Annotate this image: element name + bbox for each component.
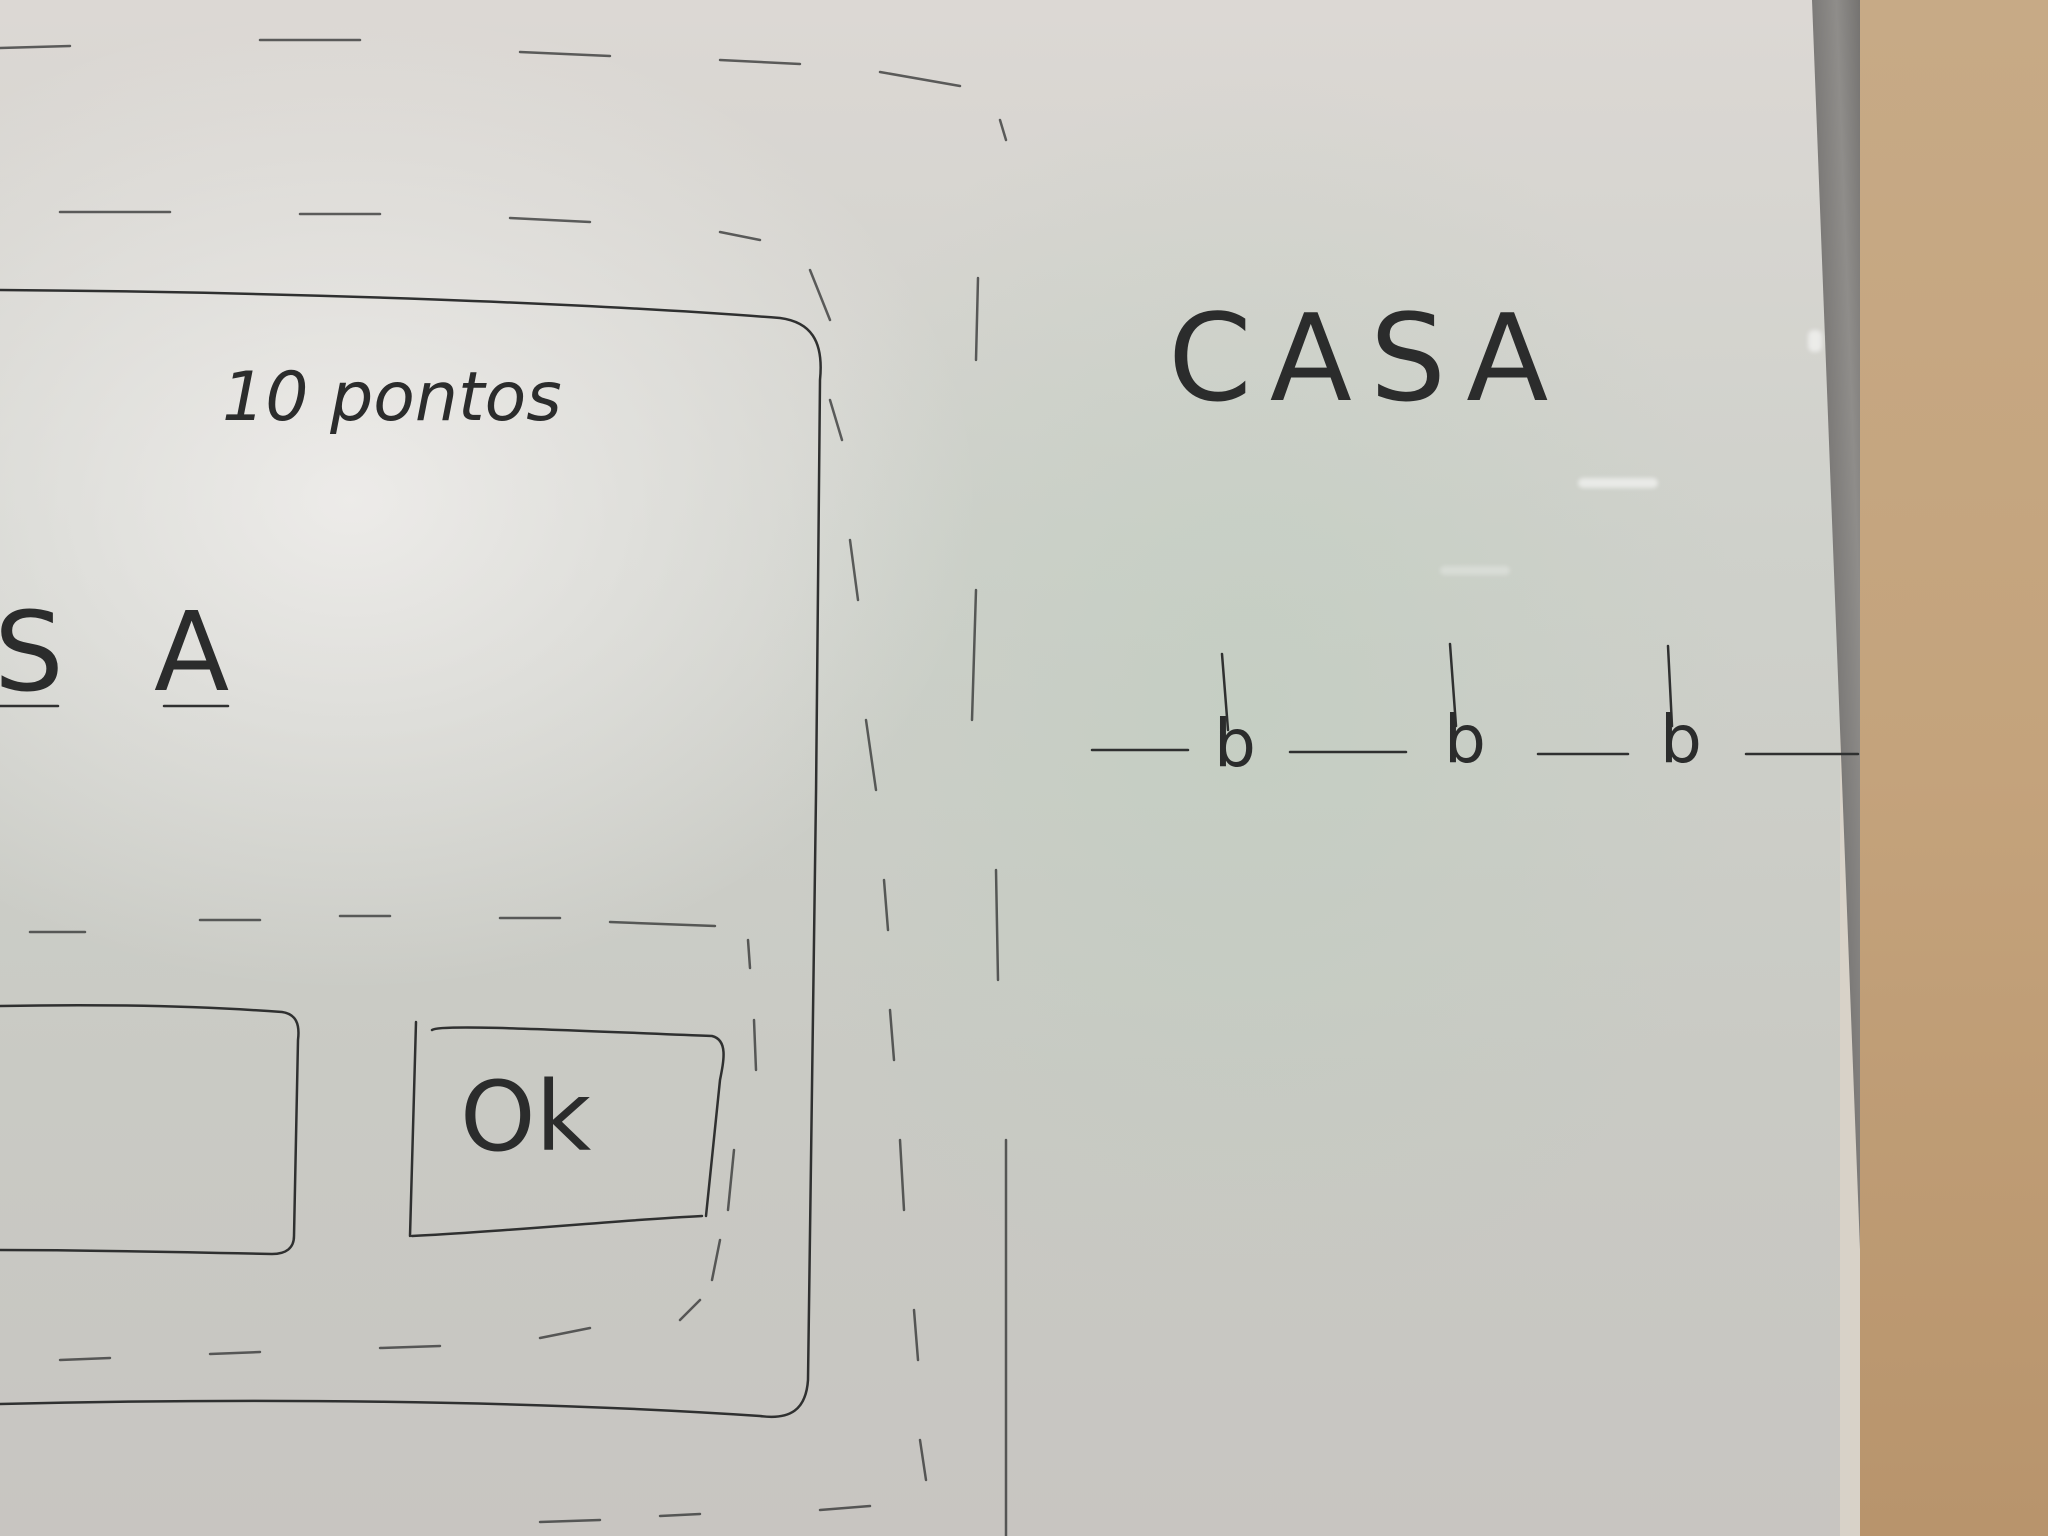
ok-button-outline[interactable] <box>408 1020 725 1238</box>
tick-1 <box>1220 652 1230 732</box>
ok-button-label: Ok <box>460 1061 592 1173</box>
tick-3 <box>1666 644 1674 728</box>
whiteboard-surface <box>0 0 1840 1536</box>
light-reflection <box>1440 566 1510 575</box>
score-text: 10 pontos <box>222 358 562 437</box>
word-heading: CASA <box>1168 290 1566 429</box>
answer-letter-a: A <box>154 588 229 716</box>
inner-dashed-separator <box>28 914 758 1362</box>
background-wall <box>1860 0 2048 1536</box>
dialog-box-outline <box>0 288 822 1419</box>
answer-letter-s: S <box>0 588 64 716</box>
word-blanks <box>1090 642 1860 756</box>
blank-glyph-2: b <box>1444 701 1486 778</box>
light-reflection <box>1578 478 1658 488</box>
light-reflection <box>1808 330 1822 352</box>
blank-glyph-1: b <box>1214 705 1256 782</box>
cancel-button-outline[interactable] <box>0 1004 300 1256</box>
outer-dashed-frame <box>0 38 1008 1536</box>
tick-2 <box>1448 642 1458 728</box>
blank-glyph-3: b <box>1660 701 1702 778</box>
ok-button[interactable]: Ok <box>408 1020 725 1238</box>
